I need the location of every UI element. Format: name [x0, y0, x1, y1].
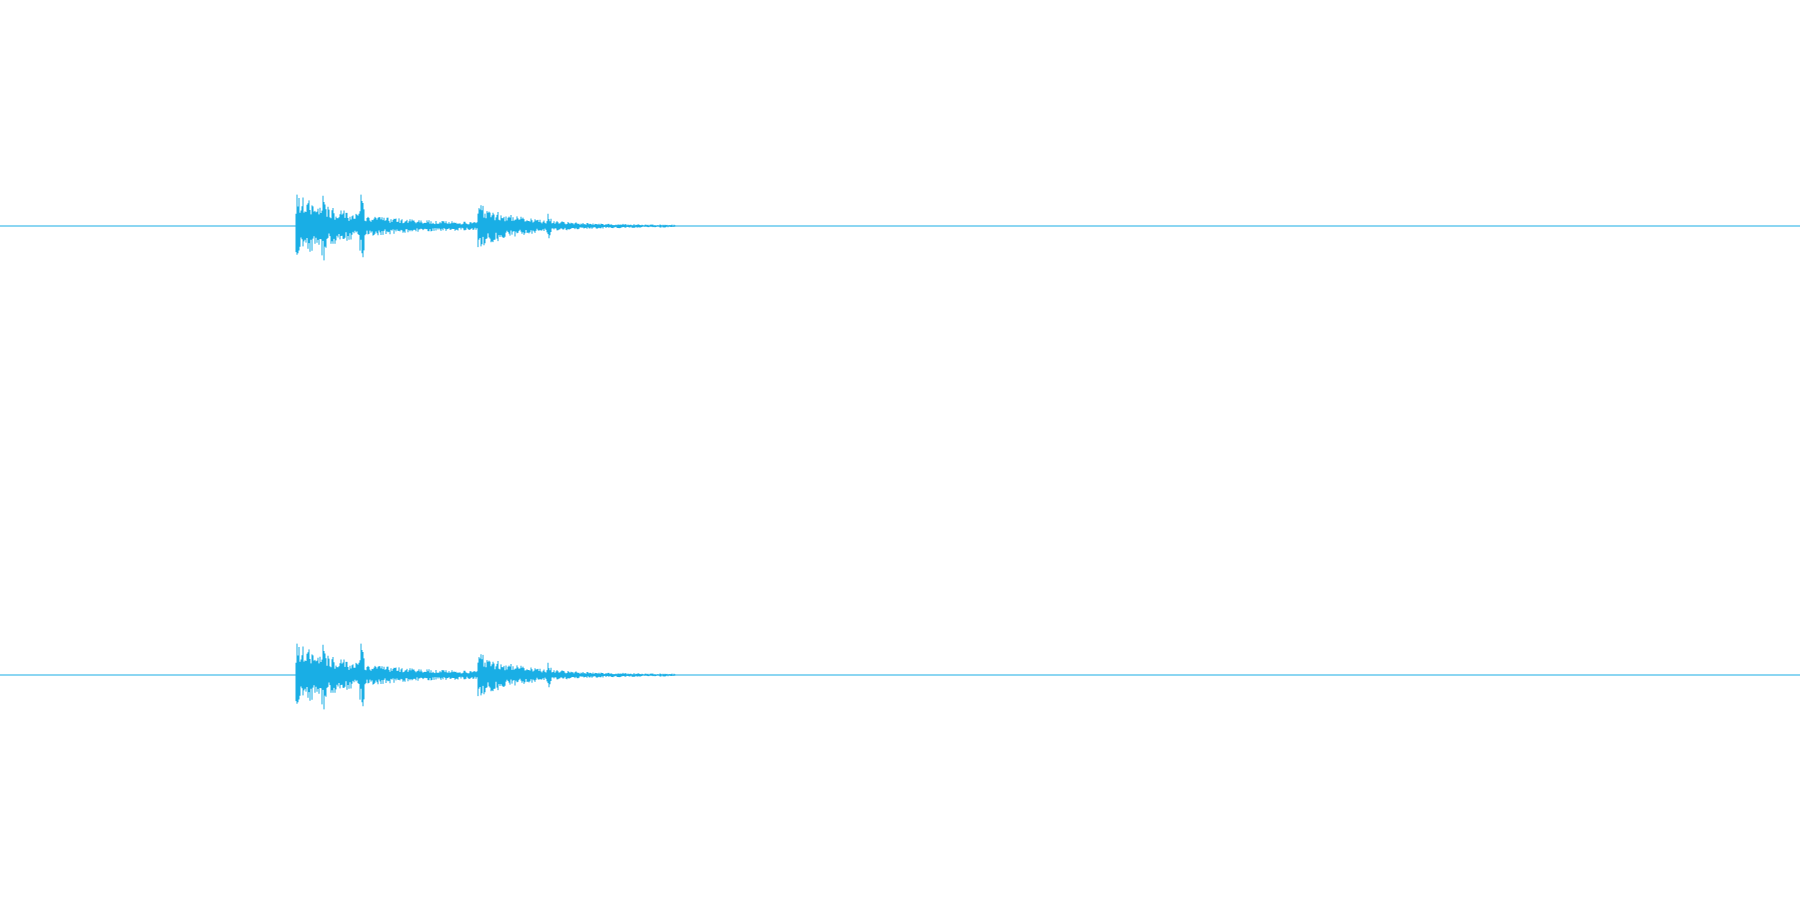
waveform-channel-2 — [0, 450, 1800, 900]
channel-2-waveform — [295, 643, 676, 710]
waveform-channel-1 — [0, 194, 1800, 261]
channel-1-waveform-path — [295, 194, 676, 261]
channel-2-waveform-path — [295, 643, 676, 710]
waveform-channel-1-svg — [0, 194, 1800, 261]
channel-1-waveform — [295, 194, 676, 261]
waveform-channel-2-svg — [0, 643, 1800, 710]
